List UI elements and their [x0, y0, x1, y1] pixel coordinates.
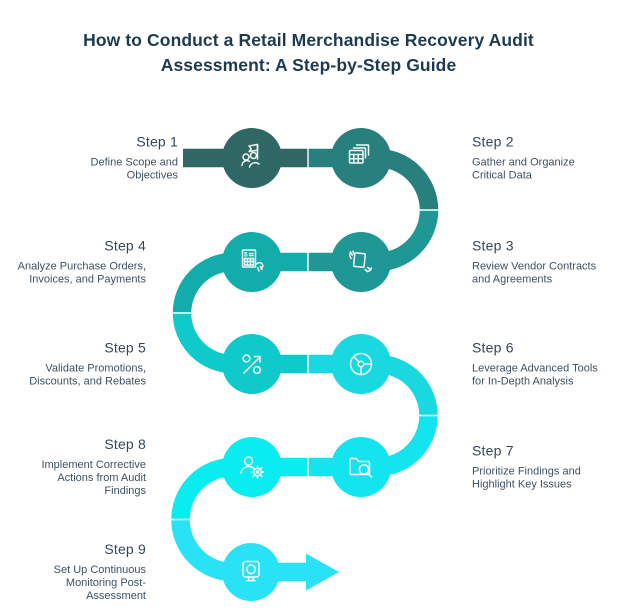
step-8-label: Step 8: [104, 436, 146, 453]
step-9-description: Set Up Continuous Monitoring Post- Asses…: [53, 564, 146, 602]
step-8-description: Implement Corrective Actions from Audit …: [41, 459, 146, 497]
person-gear-icon: [240, 456, 265, 479]
svg-text:$: $: [244, 252, 248, 259]
step-2-label: Step 2: [472, 133, 514, 150]
step-3-node: [331, 232, 391, 292]
invoice-payment-icon: $: [241, 249, 264, 272]
step-6-node: [331, 334, 391, 394]
monitor-icon: [242, 560, 260, 582]
step-5-text: Step 5 Validate Promotions, Discounts, a…: [29, 340, 146, 389]
step-6-text: Step 6 Leverage Advanced Tools for In-De…: [472, 340, 598, 389]
step-9-text: Step 9 Set Up Continuous Monitoring Post…: [54, 541, 146, 603]
step-9-label: Step 9: [104, 541, 146, 558]
data-tables-icon: [348, 144, 370, 164]
contract-hands-icon: [349, 250, 373, 273]
step-5-label: Step 5: [104, 339, 146, 356]
percent-arrow-icon: [242, 354, 262, 375]
step-6-description: Leverage Advanced Tools for In-Depth Ana…: [472, 362, 598, 388]
gauge-icon: [349, 352, 373, 376]
step-4-description: Analyze Purchase Orders, Invoices, and P…: [17, 260, 146, 286]
step-7-description: Prioritize Findings and Highlight Key Is…: [472, 465, 581, 491]
team-flag-icon: [241, 143, 260, 168]
step-3-label: Step 3: [472, 237, 514, 254]
step-1-description: Define Scope and Objectives: [90, 156, 178, 182]
step-8-text: Step 8 Implement Corrective Actions from…: [41, 436, 146, 498]
step-9-node: [222, 543, 280, 601]
step-3-text: Step 3 Review Vendor Contracts and Agree…: [472, 238, 596, 287]
step-7-text: Step 7 Prioritize Findings and Highlight…: [472, 443, 581, 492]
step-1-text: Step 1 Define Scope and Objectives: [91, 134, 178, 183]
step-2-description: Gather and Organize Critical Data: [472, 156, 575, 182]
flow-arrowhead-icon: [306, 553, 339, 591]
step-2-node: [331, 128, 391, 188]
step-5-description: Validate Promotions, Discounts, and Reba…: [29, 362, 146, 388]
step-4-text: Step 4 Analyze Purchase Orders, Invoices…: [18, 238, 146, 287]
step-1-label: Step 1: [136, 133, 178, 150]
step-2-text: Step 2 Gather and Organize Critical Data: [472, 134, 575, 183]
step-3-description: Review Vendor Contracts and Agreements: [472, 260, 597, 286]
step-4-label: Step 4: [104, 237, 146, 254]
step-6-label: Step 6: [472, 339, 514, 356]
step-7-node: [331, 437, 391, 497]
page-title: How to Conduct a Retail Merchandise Reco…: [83, 30, 534, 75]
folder-search-icon: [349, 457, 373, 478]
step-7-label: Step 7: [472, 442, 514, 459]
